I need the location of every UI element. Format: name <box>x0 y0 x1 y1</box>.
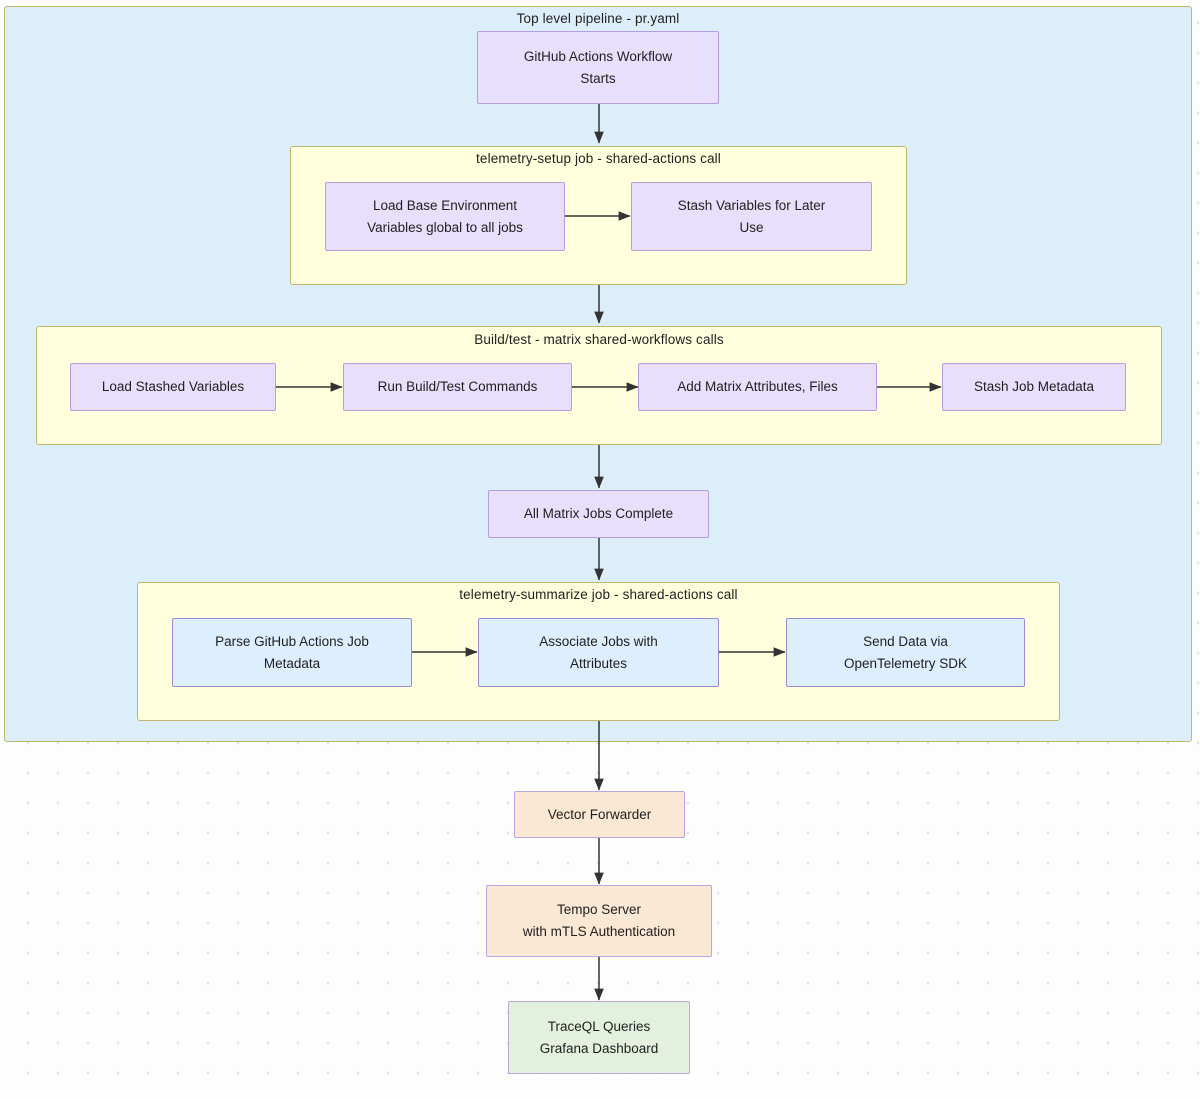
node-parse-github-actions-job-metadata[interactable]: Parse GitHub Actions Job Metadata <box>172 618 412 687</box>
cluster-label-build-test: Build/test - matrix shared-workflows cal… <box>474 332 724 347</box>
node-all-matrix-jobs-complete[interactable]: All Matrix Jobs Complete <box>488 490 709 538</box>
node-load-stashed-variables[interactable]: Load Stashed Variables <box>70 363 276 411</box>
node-send-data-via-opentelemetry-sdk[interactable]: Send Data via OpenTelemetry SDK <box>786 618 1025 687</box>
node-traceql-grafana-dashboard[interactable]: TraceQL Queries Grafana Dashboard <box>508 1001 690 1074</box>
cluster-label-telemetry-setup: telemetry-setup job - shared-actions cal… <box>476 151 721 166</box>
node-load-base-env[interactable]: Load Base Environment Variables global t… <box>325 182 565 251</box>
node-associate-jobs-with-attributes[interactable]: Associate Jobs with Attributes <box>478 618 719 687</box>
node-run-build-test-commands[interactable]: Run Build/Test Commands <box>343 363 572 411</box>
cluster-label-top-level-pipeline: Top level pipeline - pr.yaml <box>516 11 680 26</box>
cluster-label-telemetry-summarize: telemetry-summarize job - shared-actions… <box>459 587 738 602</box>
node-vector-forwarder[interactable]: Vector Forwarder <box>514 791 685 838</box>
node-tempo-server[interactable]: Tempo Server with mTLS Authentication <box>486 885 712 957</box>
node-add-matrix-attributes[interactable]: Add Matrix Attributes, Files <box>638 363 877 411</box>
node-stash-variables[interactable]: Stash Variables for Later Use <box>631 182 872 251</box>
node-workflow-start[interactable]: GitHub Actions Workflow Starts <box>477 31 719 104</box>
node-stash-job-metadata[interactable]: Stash Job Metadata <box>942 363 1126 411</box>
